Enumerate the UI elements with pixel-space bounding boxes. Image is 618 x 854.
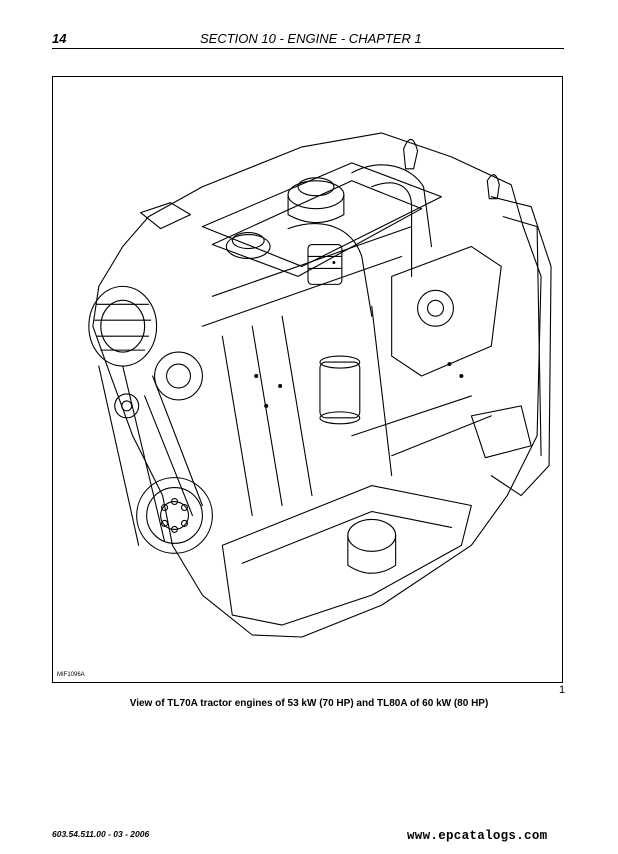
engine-illustration bbox=[88, 132, 552, 638]
figure-frame: MIF1096A bbox=[52, 76, 563, 683]
figure-image-code: MIF1096A bbox=[57, 672, 85, 678]
page-number: 14 bbox=[52, 31, 67, 46]
section-title: SECTION 10 - ENGINE - CHAPTER 1 bbox=[200, 31, 422, 46]
figure-number: 1 bbox=[559, 684, 566, 696]
footer-document-reference: 603.54.511.00 - 03 - 2006 bbox=[52, 829, 150, 839]
footer-watermark-url: www.epcatalogs.com bbox=[407, 829, 548, 843]
figure-caption: View of TL70A tractor engines of 53 kW (… bbox=[129, 698, 489, 709]
header-rule bbox=[52, 48, 564, 49]
